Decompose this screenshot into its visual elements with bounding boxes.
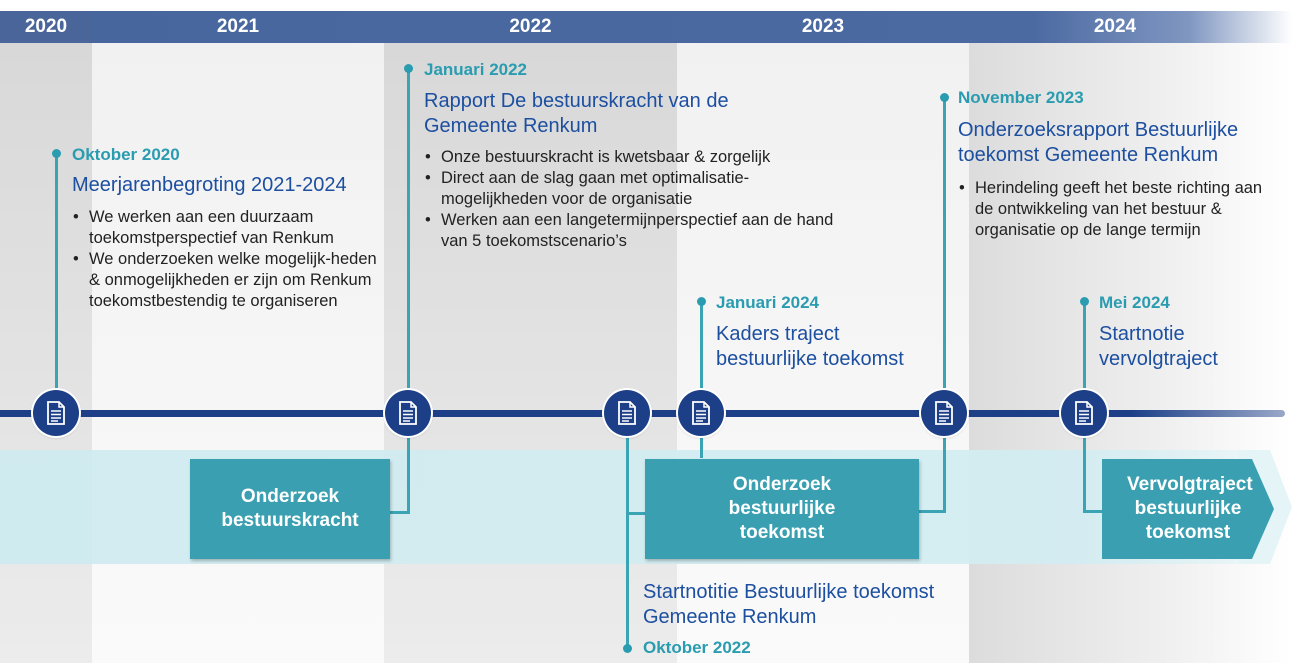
milestone-date-mei2024: Mei 2024	[1099, 293, 1170, 312]
year-header-bar	[0, 11, 1292, 43]
timeline-node-jan2024[interactable]	[678, 390, 724, 436]
timeline-node-nov2023[interactable]	[921, 390, 967, 436]
phase-box-vervolgtraject-shape	[1102, 459, 1274, 559]
milestone-bullets-nov2023: Herindeling geeft het beste richting aan…	[958, 178, 1263, 241]
bullet-item: Herindeling geeft het beste richting aan…	[958, 178, 1263, 241]
year-header-2020: 2020	[0, 11, 92, 43]
connector-dot-jan2022	[404, 64, 413, 73]
connector-jan2022	[407, 67, 410, 392]
connector-mei2024-box	[1083, 436, 1086, 512]
connector-okt2022	[626, 436, 629, 648]
timeline-node-okt2020[interactable]	[33, 390, 79, 436]
document-icon	[618, 401, 636, 425]
milestone-date-okt2022: Oktober 2022	[643, 638, 751, 657]
band-2021	[92, 43, 384, 663]
milestone-bullets-okt2020: We werken aan een duurzaam toekomstpersp…	[72, 207, 377, 312]
connector-jan2024	[700, 300, 703, 392]
band-2020	[0, 43, 92, 663]
connector-jan2022-box	[407, 436, 410, 513]
milestone-date-jan2022: Januari 2022	[424, 60, 528, 79]
document-icon	[692, 401, 710, 425]
milestone-title-okt2020: Meerjarenbegroting 2021-2024	[72, 174, 347, 196]
year-header-2024: 2024	[1093, 16, 1137, 37]
milestone-date-jan2024: Januari 2024	[716, 293, 820, 312]
milestone-title-jan2022: Rapport De bestuurskracht van de Gemeent…	[424, 90, 729, 137]
connector-nov2023-box-h	[918, 510, 946, 513]
phase-box-vervolgtraject-label: Vervolgtraject bestuurlijke toekomst	[1127, 474, 1253, 543]
milestone-date-nov2023: November 2023	[958, 88, 1084, 107]
milestone-date-okt2020: Oktober 2020	[72, 145, 180, 164]
bullet-item: Onze bestuurskracht is kwetsbaar & zorge…	[424, 147, 844, 168]
bullet-item: Werken aan een langetermijnperspectief a…	[424, 210, 841, 252]
phase-box-onderzoek-bestuurskracht: Onderzoek bestuurskracht	[190, 459, 390, 559]
timeline-node-jan2022[interactable]	[385, 390, 431, 436]
document-icon	[399, 401, 417, 425]
milestone-title-okt2022: Startnotitie Bestuurlijke toekomst Gemee…	[643, 581, 935, 628]
year-header-2021: 2021	[216, 16, 260, 37]
bullet-item: We onderzoeken welke mogelijk-heden & on…	[72, 249, 377, 312]
connector-jan2022-box-h	[390, 511, 410, 514]
document-icon	[935, 401, 953, 425]
connector-nov2023	[943, 96, 946, 392]
timeline-node-mei2024[interactable]	[1061, 390, 1107, 436]
connector-dot-nov2023	[940, 93, 949, 102]
connector-mei2024-box-h	[1083, 510, 1105, 513]
milestone-title-nov2023: Onderzoeksrapport Bestuurlijke toekomst …	[958, 119, 1239, 166]
connector-okt2022-box-h	[626, 512, 646, 515]
milestone-title-mei2024: Startnotie vervolgtraject	[1099, 323, 1218, 370]
connector-nov2023-box	[943, 436, 946, 512]
bullet-item: We werken aan een duurzaam toekomstpersp…	[72, 207, 377, 249]
document-icon	[47, 401, 65, 425]
phase-box-vervolgtraject: Vervolgtraject bestuurlijke toekomst	[1102, 459, 1274, 559]
timeline-node-okt2022[interactable]	[604, 390, 650, 436]
connector-dot-jan2024	[697, 297, 706, 306]
connector-jan2024-box	[700, 436, 703, 458]
document-icon	[1075, 401, 1093, 425]
connector-dot-okt2020	[52, 149, 61, 158]
milestone-bullets-jan2022: Onze bestuurskracht is kwetsbaar & zorge…	[424, 147, 844, 252]
phase-box-onderzoek-bestuurlijke-toekomst: Onderzoek bestuurlijke toekomst	[645, 459, 919, 559]
bullet-item: Direct aan de slag gaan met optimalisati…	[424, 168, 821, 210]
milestone-title-jan2024: Kaders traject bestuurlijke toekomst	[716, 323, 904, 370]
connector-mei2024	[1083, 300, 1086, 392]
year-header-2023: 2023	[801, 16, 845, 37]
connector-dot-mei2024	[1080, 297, 1089, 306]
connector-dot-okt2022	[623, 644, 632, 653]
connector-okt2020	[55, 152, 58, 392]
year-header-2022: 2022	[509, 16, 552, 37]
